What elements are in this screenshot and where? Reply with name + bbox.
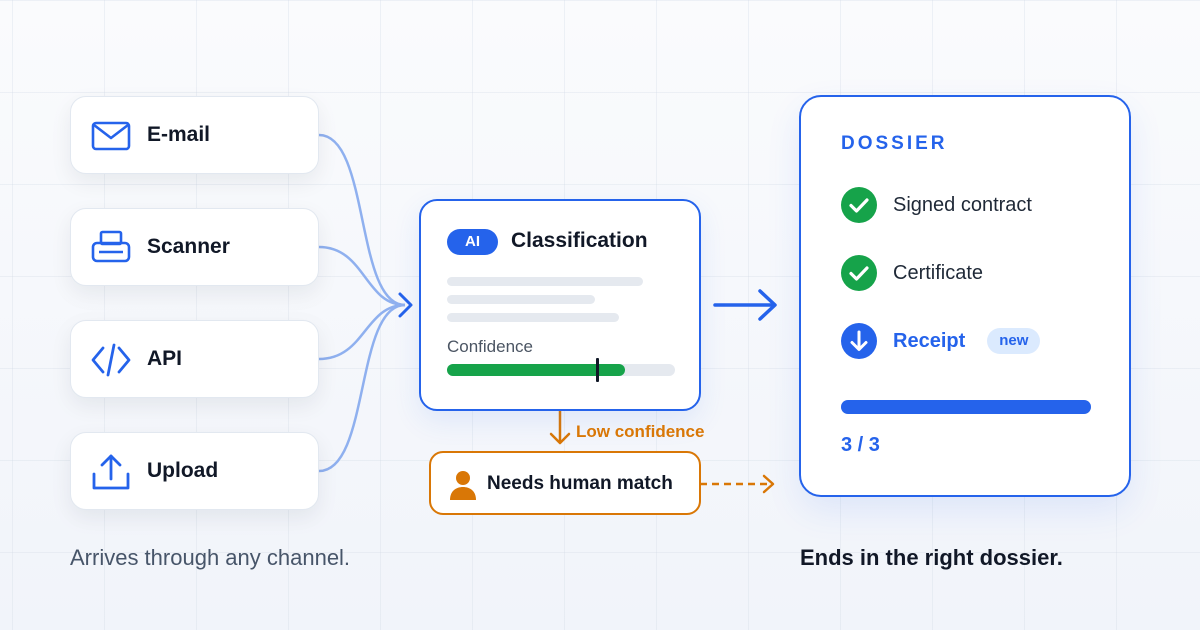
confidence-threshold-marker [596,358,600,382]
dossier-title: DOSSIER [841,133,948,154]
human-to-dossier-arrowhead [762,474,775,494]
confidence-label: Confidence [447,337,534,356]
check-circle-icon [841,255,877,291]
connector-upload [318,303,406,473]
classification-title: Classification [511,229,648,252]
connector-scanner [318,245,406,307]
ai-badge: AI [447,229,498,255]
new-badge: new [987,328,1041,354]
dossier-item-label: Receipt [893,329,966,352]
confidence-bar-fill [447,364,625,376]
caption-right: Ends in the right dossier. [800,545,1063,570]
dossier-progress-bar [841,400,1091,414]
dossier-item-signed-contract: Signed contract [841,187,1032,223]
dossier-item-label: Certificate [893,261,984,284]
mail-icon [91,116,131,156]
dossier-item-certificate: Certificate [841,255,983,291]
connector-api [318,303,406,361]
text-placeholder-line [447,313,619,322]
source-label-scanner: Scanner [147,235,230,258]
dossier-progress-fill [841,400,1091,414]
source-label-upload: Upload [147,459,219,482]
source-card-upload: Upload [70,432,319,510]
scanner-icon [91,228,131,268]
arrow-down-circle-icon [841,323,877,359]
classification-card: AI Classification Confidence [419,199,701,411]
check-circle-icon [841,187,877,223]
dossier-item-receipt: Receipt new [841,323,1041,359]
dossier-count: 3 / 3 [841,434,880,456]
to-dossier-arrowhead [758,289,777,321]
human-match-card: Needs human match [429,451,701,515]
source-label-api: API [147,347,183,370]
caption-left: Arrives through any channel. [70,545,351,570]
code-icon [91,340,131,380]
person-icon [447,469,479,501]
low-confidence-arrowhead [549,432,571,445]
low-confidence-label: Low confidence [576,422,705,441]
source-card-email: E-mail [70,96,319,174]
text-placeholder-line [447,295,595,304]
source-card-scanner: Scanner [70,208,319,286]
confidence-bar [447,358,675,382]
dossier-item-label: Signed contract [893,193,1032,216]
human-match-label: Needs human match [487,473,673,494]
text-placeholder-line [447,277,643,286]
source-label-email: E-mail [147,123,211,146]
merge-arrowhead [398,292,413,318]
upload-icon [91,452,131,492]
connector-email [318,133,406,307]
dossier-card: DOSSIER Signed contract Certificate Rece… [799,95,1131,497]
source-card-api: API [70,320,319,398]
